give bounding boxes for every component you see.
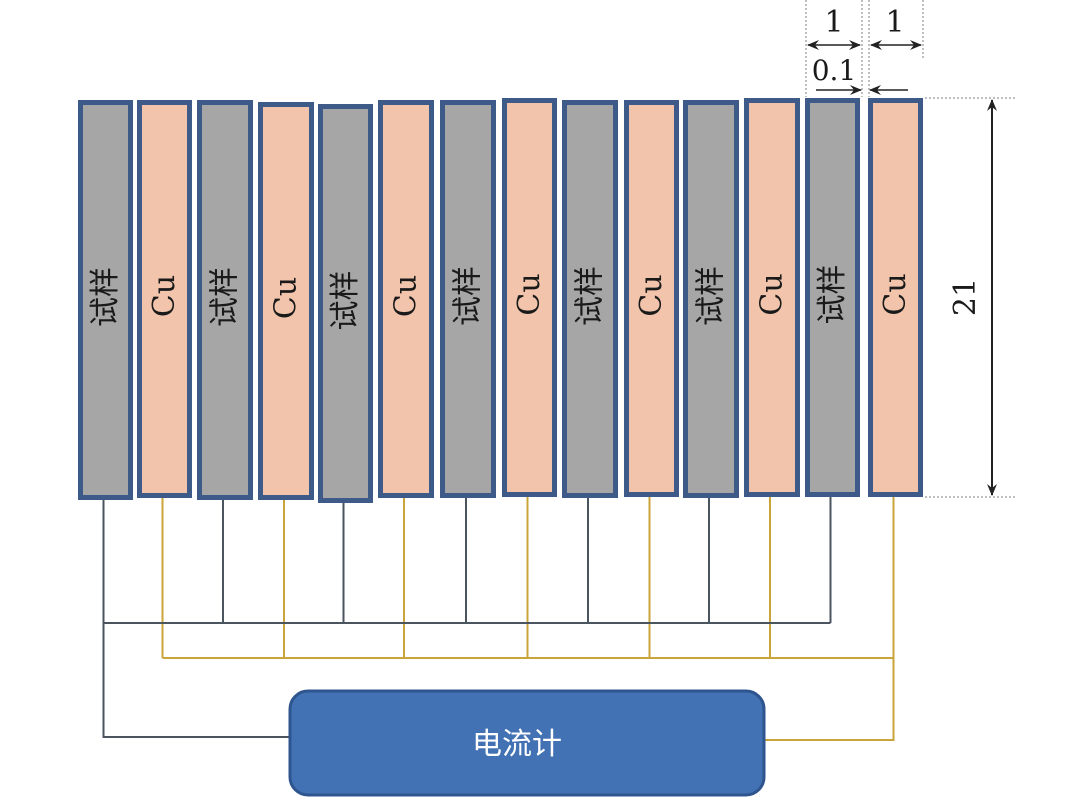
plate-label: 试样 [694,266,729,326]
plate-stack: 试样 Cu 试样 Cu 试样 Cu 试样 Cu 试样 Cu 试样 Cu 试样 Cu [78,98,923,503]
ammeter-label: 电流计 [472,727,562,762]
dimension-label-width-2: 1 [885,5,904,40]
plate-body [624,100,679,497]
plate-body [744,98,800,497]
plate-label: Cu [755,273,790,315]
wires [102,497,895,741]
dimension-annotations: 1 1 0.1 21 [805,0,1015,498]
dimension-label-height: 21 [948,278,983,316]
plate-body [502,98,557,497]
dimension-label-gap: 0.1 [812,54,857,87]
dimension-label-width-1: 1 [824,5,843,40]
sample-plate: 试样 [440,100,496,498]
plate-label: 试样 [815,265,850,325]
plate-label: 试样 [451,266,486,326]
plate-label: Cu [634,274,669,316]
copper-plate: Cu [137,100,192,498]
ammeter: 电流计 [288,689,766,797]
copper-plate: Cu [624,100,679,497]
sample-plate: 试样 [78,100,133,500]
plate-body [258,102,314,500]
plate-label: Cu [512,273,547,315]
copper-plate: Cu [502,98,557,497]
plate-body [868,98,923,497]
plate-label: 试样 [88,267,123,327]
sample-plate: 试样 [318,104,373,503]
plate-label: 试样 [208,267,243,327]
plate-body [318,104,373,503]
copper-plate: Cu [744,98,800,497]
sample-plate: 试样 [683,100,739,498]
sample-plate: 试样 [562,100,618,498]
sample-plate: 试样 [805,98,860,497]
plate-label: 试样 [328,271,363,331]
plate-body [197,100,253,500]
plate-label: Cu [878,273,913,315]
copper-to-ammeter-wire [764,658,895,741]
copper-plate: Cu [258,102,314,500]
plate-body [378,100,434,498]
plate-body [78,100,133,500]
plate-label: Cu [389,275,424,317]
plate-body [137,100,192,498]
plate-body [440,100,496,498]
sample-plate: 试样 [197,100,253,500]
copper-plate: Cu [378,100,434,498]
plate-body [683,100,739,498]
ammeter-box [288,689,766,797]
plate-label: Cu [269,277,304,319]
plate-body [805,98,860,497]
plate-label: Cu [147,275,182,317]
copper-plate: Cu [868,98,923,497]
plate-body [562,100,618,498]
sample-to-ammeter-wire [102,623,290,738]
plate-label: 试样 [573,266,608,326]
